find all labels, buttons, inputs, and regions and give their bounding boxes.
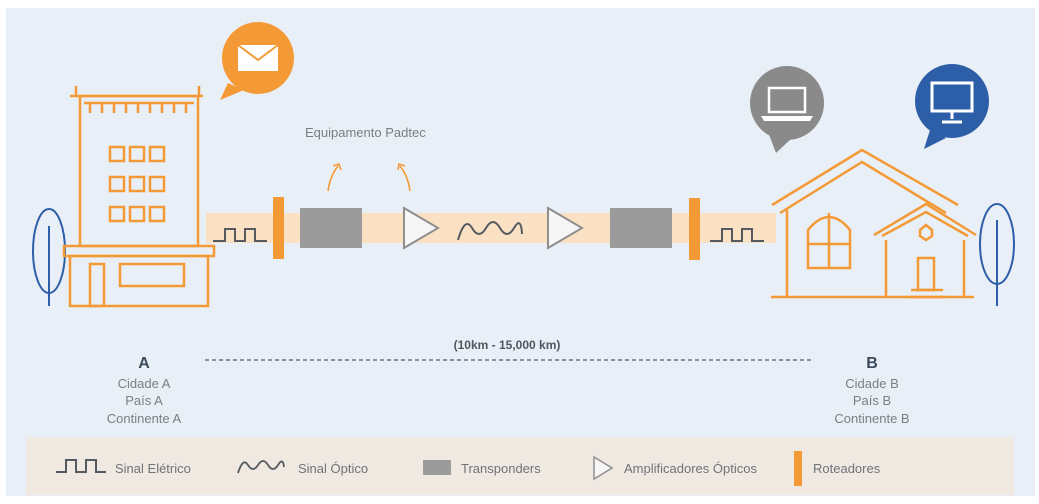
optical-signal-icon [237,460,285,474]
equipment-label: Equipamento Padtec [305,125,426,140]
site-a-country: País A [125,393,163,408]
arrow-up-right [397,162,411,192]
transponder-icon [423,460,451,475]
diagram-canvas: Equipamento Padtec (10km - 15,000 km) A … [6,8,1035,496]
router-right [689,198,700,260]
tree-icon [32,208,66,306]
legend-label-routers: Roteadores [813,461,881,476]
laptop-icon [750,66,824,153]
tree-icon-right [979,203,1015,306]
amplifier-left [403,206,440,250]
mail-icon [220,22,294,100]
distance-label: (10km - 15,000 km) [453,338,561,352]
router-left [273,197,284,259]
legend-label-transponders: Transponders [461,461,541,476]
electric-signal-left [213,228,267,242]
electric-signal-icon [56,459,106,473]
monitor-icon [915,64,989,149]
amplifier-icon [593,455,614,481]
optical-signal [457,221,523,241]
legend-icons [56,451,802,486]
electric-signal-right [710,228,764,242]
legend-label-amplifiers: Amplificadores Ópticos [624,461,757,476]
legend-label-electric: Sinal Elétrico [115,461,191,476]
legend-label-optical: Sinal Óptico [298,461,369,476]
transponder-left [300,208,362,248]
site-a-city: Cidade A [117,376,171,391]
arrow-up-left [327,162,342,192]
router-icon [794,451,802,486]
site-b-continent: Continente B [834,411,910,426]
site-a-continent: Continente A [106,411,182,426]
site-a-letter: A [138,355,150,372]
legend: Sinal Elétrico Sinal Óptico Transponders… [26,437,1014,495]
site-b-city: Cidade B [845,376,899,391]
house-icon [771,148,977,299]
network-diagram [32,22,1015,361]
transponder-right [610,208,672,248]
amplifier-right [547,206,584,250]
building-icon [62,86,216,308]
site-b-country: País B [852,393,892,408]
site-b-letter: B [866,355,878,372]
